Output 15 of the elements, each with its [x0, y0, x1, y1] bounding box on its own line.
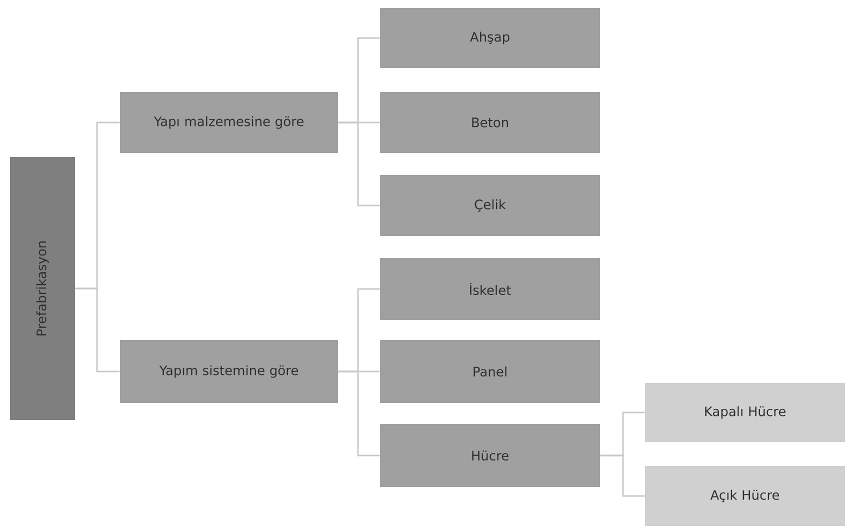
category-box: Kapalı Hücre: [645, 383, 846, 442]
connector-line: [75, 288, 120, 372]
connector-line: [338, 370, 380, 456]
category-box: Yapı malzemesine göre: [120, 92, 338, 153]
category-box: Panel: [380, 340, 600, 403]
category-box: Yapım sistemine göre: [120, 340, 338, 403]
connector-line: [338, 122, 380, 206]
category-box: Beton: [380, 92, 600, 153]
category-box: Açık Hücre: [645, 466, 846, 526]
category-box: Çelik: [380, 175, 600, 236]
category-box: İskelet: [380, 258, 600, 320]
category-box: Ahşap: [380, 8, 600, 68]
connector-line: [600, 454, 645, 497]
category-box: Prefabrikasyon: [10, 157, 75, 420]
category-box: Hücre: [380, 424, 600, 487]
